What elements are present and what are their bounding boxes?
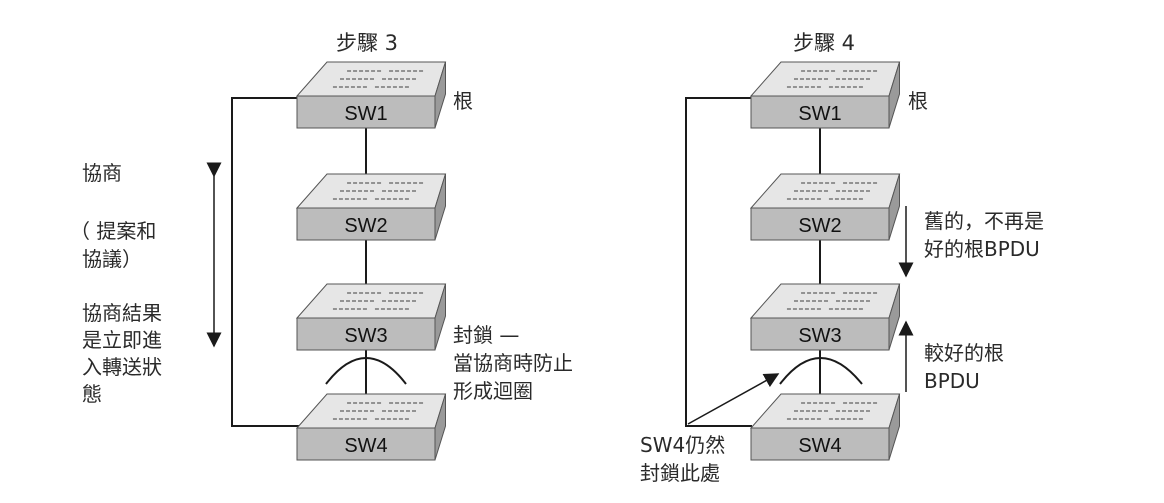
block-note-line1: 封鎖 —: [453, 323, 520, 347]
step4-links: [685, 97, 863, 427]
switch-label: SW3: [344, 325, 387, 347]
better-bpdu-line2: BPDU: [924, 369, 980, 393]
negotiate-detail-line2: 協議）: [82, 247, 142, 271]
switch-sw2: SW2: [749, 173, 901, 241]
switch-label: SW1: [344, 103, 387, 125]
old-bpdu-line2: 好的根BPDU: [924, 237, 1040, 261]
old-bpdu-line1: 舊的，不再是: [924, 209, 1044, 233]
block-arc-icon: [325, 357, 407, 385]
block-arc-icon: [779, 357, 863, 385]
block-note-line3: 形成迴圈: [453, 379, 533, 403]
switch-sw3: SW3: [295, 283, 447, 351]
switch-sw2: SW2: [295, 173, 447, 241]
switch-label: SW2: [344, 215, 387, 237]
switch-sw3: SW3: [749, 283, 901, 351]
switch-sw1: SW1: [749, 61, 901, 129]
switch-sw4: SW4: [295, 393, 447, 461]
step4-root-label: 根: [908, 89, 928, 113]
sw4-note-line2: 封鎖此處: [640, 461, 720, 485]
sw4-note-line1: SW4仍然: [640, 433, 726, 457]
switch-sw4: SW4: [749, 393, 901, 461]
block-note-line2: 當協商時防止: [453, 351, 573, 375]
switch-label: SW3: [798, 325, 841, 347]
negotiate-title: 協商: [82, 161, 122, 185]
sw4-block-pointer-arrow: [687, 373, 780, 425]
switch-label: SW4: [344, 435, 387, 457]
negotiate-result-line2: 是立即進: [82, 328, 162, 352]
step4-title: 步驟 4: [793, 31, 856, 55]
link-sw1-sw4-loop: [231, 97, 300, 427]
step3-title: 步驟 3: [336, 31, 399, 55]
negotiate-result-line1: 協商結果: [82, 301, 162, 325]
link-sw1-sw4-loop: [685, 97, 752, 427]
negotiate-detail-line1: （ 提案和: [70, 219, 157, 243]
switch-sw1: SW1: [295, 61, 447, 129]
switch-label: SW1: [798, 103, 841, 125]
step3-root-label: 根: [453, 89, 473, 113]
negotiate-result-line4: 態: [82, 382, 102, 406]
negotiate-result-line3: 入轉送狀: [82, 355, 162, 379]
better-bpdu-line1: 較好的根: [924, 341, 1004, 365]
step3-links: [231, 97, 407, 427]
switch-label: SW4: [798, 435, 841, 457]
switch-label: SW2: [798, 215, 841, 237]
